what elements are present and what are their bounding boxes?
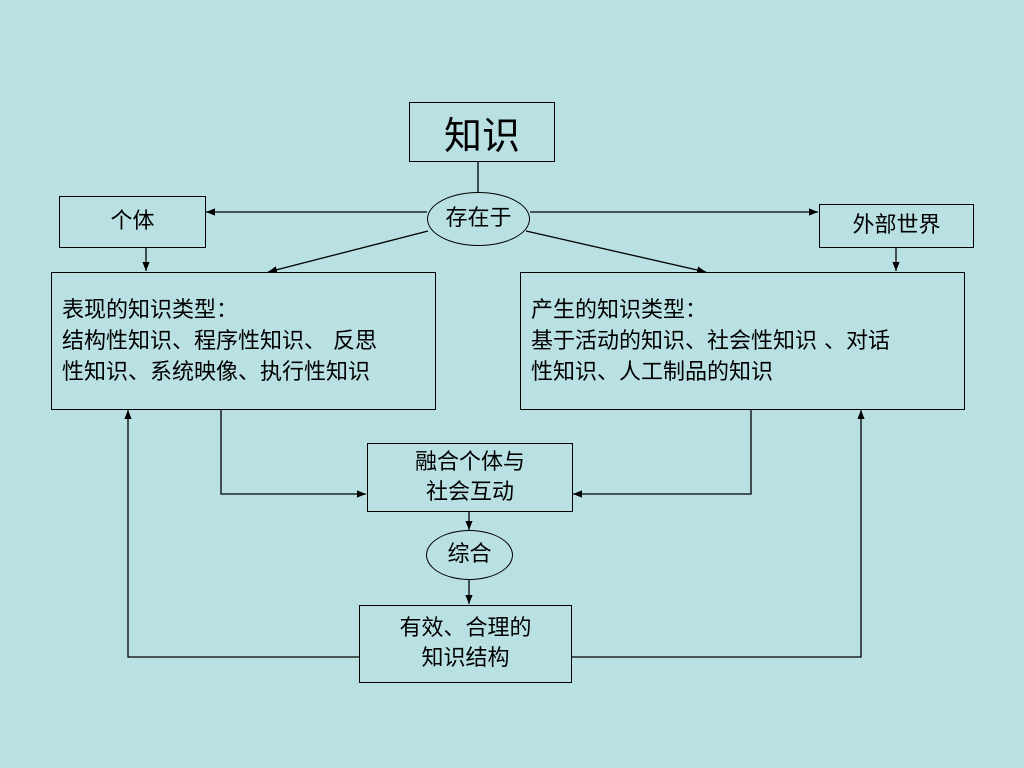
external-world-label: 外部世界 <box>852 213 941 238</box>
generated-knowledge-heading: 产生的知识类型： <box>531 298 708 323</box>
expressed-knowledge-line1: 结构性知识、程序性知识、 反思 <box>62 329 377 354</box>
fusion-line2: 社会互动 <box>425 479 514 505</box>
generated-knowledge-box: 产生的知识类型： 基于活动的知识、社会性知识 、对话 性知识、人工制品的知识 <box>520 272 965 410</box>
individual-label: 个体 <box>110 209 155 234</box>
arrow-result-to-right-box <box>572 410 865 658</box>
fusion-line1: 融合个体与 <box>414 449 525 475</box>
expressed-knowledge-line2: 性知识、系统映像、执行性知识 <box>62 360 371 385</box>
fusion-box: 融合个体与 社会互动 <box>367 443 573 512</box>
arrow-to-right-box <box>525 230 707 274</box>
exists-in-label: 存在于 <box>445 206 512 231</box>
individual-box: 个体 <box>59 196 206 248</box>
knowledge-title-box: 知识 <box>409 102 555 162</box>
result-line1: 有效、合理的 <box>399 616 532 641</box>
expressed-knowledge-heading: 表现的知识类型： <box>62 298 239 323</box>
result-line2: 知识结构 <box>421 646 510 671</box>
external-world-box: 外部世界 <box>819 204 974 248</box>
exists-in-ellipse: 存在于 <box>427 192 530 246</box>
generated-knowledge-line1: 基于活动的知识、社会性知识 、对话 <box>531 329 890 354</box>
generated-knowledge-line2: 性知识、人工制品的知识 <box>531 360 774 385</box>
arrow-result-to-left-box <box>124 410 359 658</box>
synthesis-ellipse: 综合 <box>426 530 513 580</box>
arrow-left-box-to-fusion <box>220 410 366 498</box>
knowledge-title: 知识 <box>443 113 520 158</box>
arrow-right-box-to-fusion <box>573 410 752 498</box>
expressed-knowledge-box: 表现的知识类型： 结构性知识、程序性知识、 反思 性知识、系统映像、执行性知识 <box>51 272 436 410</box>
arrow-to-left-box <box>267 230 429 274</box>
result-box: 有效、合理的 知识结构 <box>359 605 572 683</box>
synthesis-label: 综合 <box>447 542 492 567</box>
